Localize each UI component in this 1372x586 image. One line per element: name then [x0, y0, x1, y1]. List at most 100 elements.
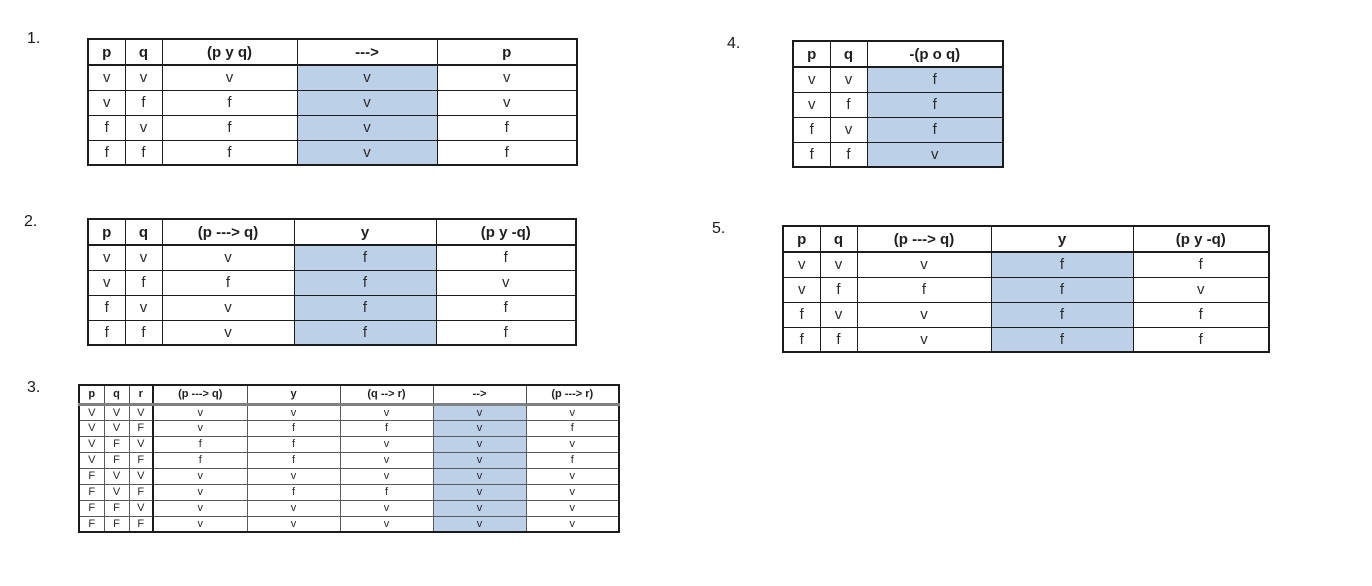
- truth-value-cell: v: [124, 114, 163, 141]
- truth-value-cell: V: [78, 435, 105, 453]
- truth-value-cell: F: [103, 451, 130, 469]
- truth-value-cell-highlighted: v: [432, 483, 527, 501]
- truth-value-cell: v: [87, 269, 126, 296]
- truth-value-cell: v: [339, 515, 434, 533]
- truth-value-cell: v: [161, 244, 295, 271]
- problem-number-4: 4.: [727, 35, 741, 52]
- column-header: (q --> r): [339, 384, 434, 406]
- truth-value-cell: f: [436, 114, 578, 141]
- truth-value-cell-highlighted: v: [432, 515, 527, 533]
- truth-value-cell: f: [246, 483, 341, 501]
- truth-value-cell: v: [856, 301, 992, 328]
- truth-value-cell: v: [246, 467, 341, 485]
- truth-value-cell: f: [856, 276, 992, 303]
- truth-value-cell: v: [152, 419, 248, 437]
- truth-value-cell: f: [87, 114, 126, 141]
- truth-value-cell: v: [124, 64, 163, 91]
- truth-value-cell: f: [525, 451, 620, 469]
- truth-value-cell: v: [152, 467, 248, 485]
- truth-value-cell: f: [829, 141, 868, 168]
- truth-value-cell-highlighted: v: [432, 451, 527, 469]
- truth-value-cell: F: [103, 499, 130, 517]
- truth-value-cell: v: [339, 467, 434, 485]
- truth-value-cell: F: [128, 419, 154, 437]
- truth-value-cell: v: [87, 244, 126, 271]
- truth-value-cell: f: [124, 319, 163, 346]
- truth-value-cell: V: [128, 403, 154, 421]
- column-header: p: [782, 225, 821, 253]
- truth-value-cell: F: [128, 515, 154, 533]
- truth-value-cell: f: [124, 139, 163, 166]
- truth-value-cell: v: [525, 483, 620, 501]
- truth-value-cell-highlighted: f: [293, 269, 437, 296]
- truth-value-cell: F: [103, 435, 130, 453]
- column-header: y: [990, 225, 1134, 253]
- truth-value-cell: V: [103, 419, 130, 437]
- truth-value-cell: v: [152, 403, 248, 421]
- truth-value-cell: f: [161, 89, 298, 116]
- truth-value-cell: F: [78, 467, 105, 485]
- truth-value-cell: V: [128, 467, 154, 485]
- truth-value-cell-highlighted: f: [990, 251, 1134, 278]
- truth-value-cell: F: [103, 515, 130, 533]
- column-header: (p ---> q): [152, 384, 248, 406]
- truth-value-cell-highlighted: f: [293, 244, 437, 271]
- truth-value-cell-highlighted: v: [866, 141, 1004, 168]
- truth-value-cell: v: [246, 403, 341, 421]
- truth-value-cell: f: [819, 326, 858, 353]
- column-header: y: [246, 384, 341, 406]
- truth-value-cell: f: [782, 326, 821, 353]
- column-header: -(p o q): [866, 40, 1004, 68]
- truth-value-cell: v: [782, 276, 821, 303]
- truth-value-cell: f: [87, 139, 126, 166]
- truth-value-cell: F: [128, 451, 154, 469]
- truth-value-cell: v: [339, 499, 434, 517]
- column-header: -->: [432, 384, 527, 406]
- column-header: p: [792, 40, 831, 68]
- truth-value-cell-highlighted: f: [866, 116, 1004, 143]
- truth-value-cell: f: [161, 269, 295, 296]
- truth-value-cell: f: [435, 244, 577, 271]
- column-header: (p ---> q): [856, 225, 992, 253]
- truth-value-cell-highlighted: v: [296, 114, 438, 141]
- truth-value-cell-highlighted: v: [296, 89, 438, 116]
- column-header: q: [124, 218, 163, 246]
- truth-value-cell: V: [103, 467, 130, 485]
- truth-value-cell: v: [525, 499, 620, 517]
- truth-value-cell-highlighted: f: [293, 319, 437, 346]
- truth-value-cell-highlighted: f: [990, 326, 1134, 353]
- truth-value-cell: F: [78, 515, 105, 533]
- truth-value-cell: v: [87, 89, 126, 116]
- problem-number-1: 1.: [27, 30, 41, 47]
- column-header: q: [124, 38, 163, 66]
- truth-value-cell: v: [525, 467, 620, 485]
- truth-value-cell: v: [435, 269, 577, 296]
- truth-value-cell: v: [339, 403, 434, 421]
- truth-value-cell: v: [152, 483, 248, 501]
- truth-value-cell-highlighted: v: [432, 403, 527, 421]
- truth-value-cell: f: [782, 301, 821, 328]
- truth-value-cell: v: [525, 403, 620, 421]
- truth-value-cell: V: [128, 499, 154, 517]
- truth-value-cell: v: [87, 64, 126, 91]
- truth-value-cell-highlighted: f: [866, 66, 1004, 93]
- truth-value-cell: v: [525, 515, 620, 533]
